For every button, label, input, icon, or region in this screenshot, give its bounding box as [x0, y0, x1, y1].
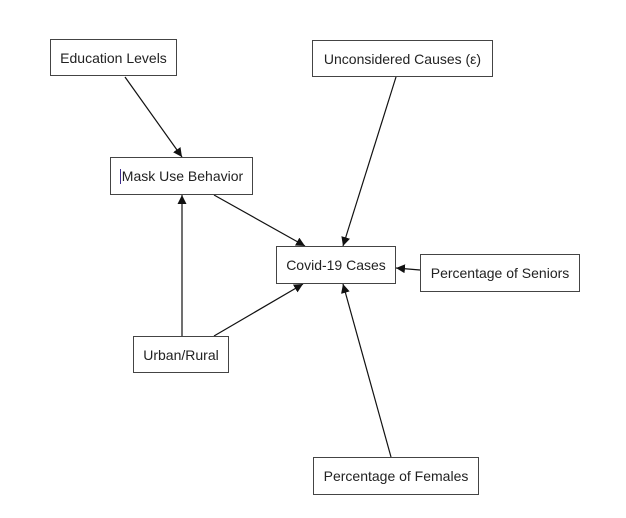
- node-percentage-of-females[interactable]: Percentage of Females: [313, 457, 479, 495]
- node-urban-rural[interactable]: Urban/Rural: [133, 336, 229, 373]
- node-unconsidered-causes[interactable]: Unconsidered Causes (ε): [312, 40, 493, 77]
- edge-urban-to-covid[interactable]: [213, 283, 304, 337]
- node-label: Urban/Rural: [143, 346, 219, 363]
- node-label: Percentage of Females: [323, 468, 469, 484]
- node-education-levels[interactable]: Education Levels: [50, 39, 177, 76]
- edge-seniors-to-covid[interactable]: [395, 264, 421, 274]
- node-percentage-of-seniors[interactable]: Percentage of Seniors: [420, 254, 580, 292]
- edge-unconsidered-to-covid[interactable]: [341, 76, 397, 247]
- edge-females-to-covid[interactable]: [341, 283, 392, 458]
- edge-mask-to-covid[interactable]: [213, 194, 306, 247]
- node-label: Education Levels: [60, 49, 167, 66]
- node-covid-19-cases[interactable]: Covid-19 Cases: [276, 246, 396, 284]
- node-label-editor[interactable]: Mask Use Behavior: [119, 168, 244, 184]
- node-mask-use-behavior[interactable]: Mask Use Behavior: [110, 157, 253, 195]
- node-label: Percentage of Seniors: [430, 265, 570, 281]
- node-label: Unconsidered Causes (ε): [323, 50, 482, 67]
- node-label: Mask Use Behavior: [121, 168, 244, 184]
- node-label: Covid-19 Cases: [286, 257, 386, 273]
- edge-education-to-mask[interactable]: [124, 76, 183, 158]
- text-cursor: [119, 168, 121, 184]
